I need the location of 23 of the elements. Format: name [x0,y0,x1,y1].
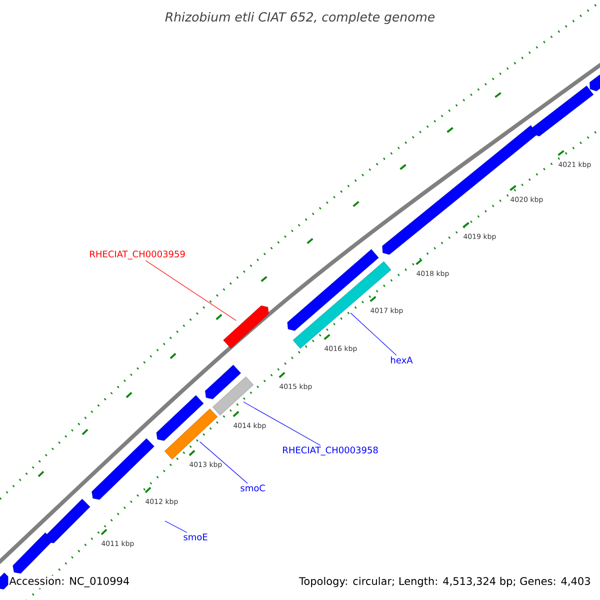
gene-feature [164,408,218,460]
gene-feature [205,364,241,400]
gene-label: smoE [184,534,208,540]
gene-feature [12,532,54,574]
leader-line [350,312,397,356]
gene-feature [223,306,269,348]
leader-line [164,520,188,533]
leader-line [145,260,236,321]
leader-line [200,441,248,484]
leader-line [243,402,321,446]
gene-feature [532,86,594,136]
gene-feature [590,74,600,92]
gene-feature [156,395,204,441]
gene-label: smoC [240,484,265,492]
gene-feature [92,438,154,500]
accession-text: Accession: NC_010994 [8,576,131,588]
title: Rhizobium etli CIAT 652, complete genome [165,12,435,24]
gene-label: RHECIAT_CH0003959 [90,250,185,260]
gene-label: RHECIAT_CH0003958 [283,446,378,456]
gene-feature [212,376,254,416]
gene-label: hexA [391,356,413,364]
genome-info-text: Topology: circular; Length: 4,513,324 bp; Genes: 4,403 [298,576,592,588]
gene-feature [46,498,90,544]
